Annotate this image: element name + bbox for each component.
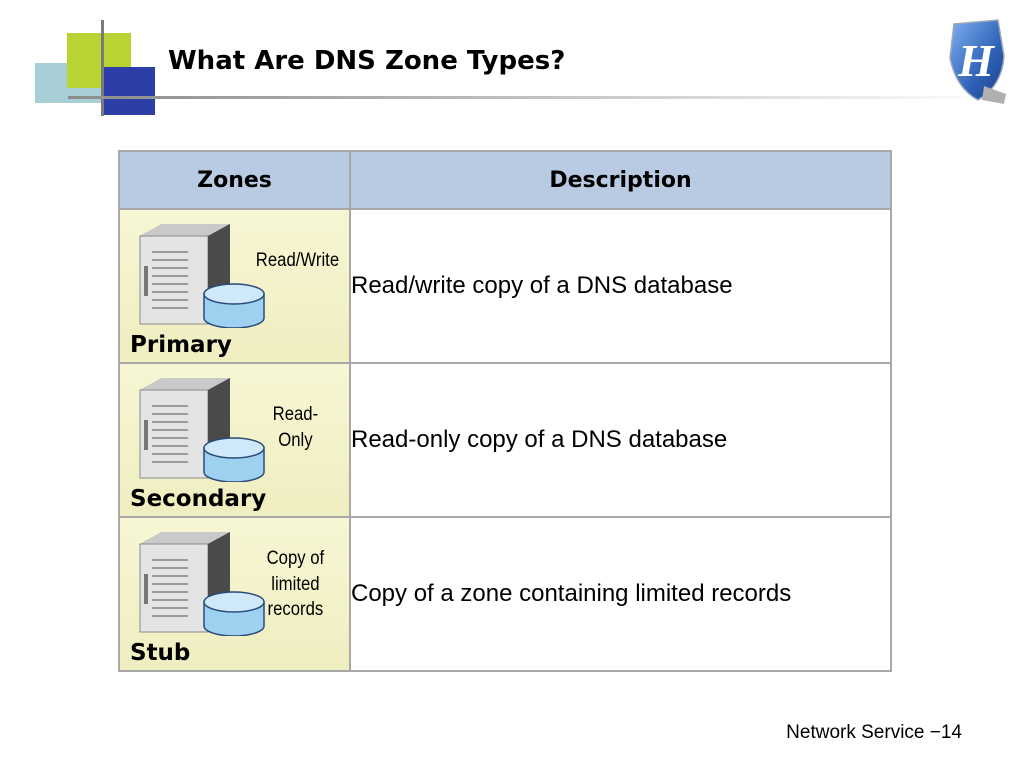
access-label: Read-Only bbox=[272, 404, 319, 451]
zone-name: Primary bbox=[130, 332, 232, 358]
zone-description: Read-only copy of a DNS database bbox=[349, 362, 892, 518]
table-row: Copy of limited records Stub Copy of a z… bbox=[118, 516, 892, 672]
server-database-icon bbox=[139, 224, 265, 328]
zone-description: Copy of a zone containing limited record… bbox=[349, 516, 892, 672]
decor-square-blue bbox=[104, 67, 155, 115]
header-description: Description bbox=[349, 150, 892, 210]
zone-description: Read/write copy of a DNS database bbox=[349, 208, 892, 364]
table-row: Read-Only Secondary Read-only copy of a … bbox=[118, 362, 892, 518]
slide-title: What Are DNS Zone Types? bbox=[168, 46, 566, 76]
header-zones: Zones bbox=[118, 150, 351, 210]
slide-footer: Network Service −14 bbox=[786, 722, 962, 743]
zone-types-table: Zones Description bbox=[118, 150, 892, 672]
zone-name: Secondary bbox=[130, 486, 267, 512]
shield-logo-icon: H bbox=[949, 19, 1006, 104]
server-database-icon bbox=[139, 378, 265, 482]
svg-text:H: H bbox=[957, 35, 995, 86]
title-underline bbox=[68, 96, 998, 99]
server-database-icon bbox=[139, 532, 265, 636]
zone-cell: Read-Only Secondary bbox=[118, 362, 351, 518]
zone-cell: Read/Write Primary bbox=[118, 208, 351, 364]
access-label: Copy of limited records bbox=[266, 548, 325, 621]
table-row: Read/Write Primary Read/write copy of a … bbox=[118, 208, 892, 364]
decor-vertical-line bbox=[101, 20, 104, 116]
zone-cell: Copy of limited records Stub bbox=[118, 516, 351, 672]
zone-name: Stub bbox=[130, 640, 191, 666]
access-label: Read/Write bbox=[255, 250, 340, 271]
